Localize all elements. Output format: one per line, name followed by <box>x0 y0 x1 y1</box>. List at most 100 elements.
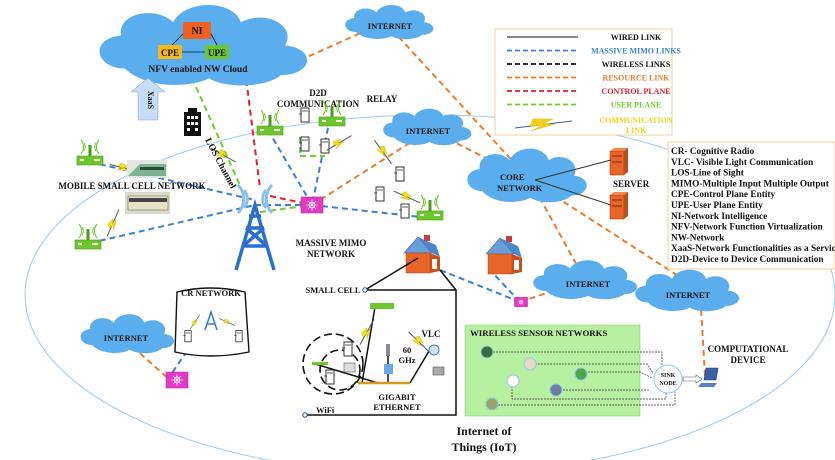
sensor-node <box>549 383 563 397</box>
wired-links <box>305 257 457 416</box>
abbreviation-item: NI-Network Intelligence <box>671 212 767 222</box>
abbreviation-item: VLC- Visible Light Communication <box>671 158 814 168</box>
router-icon <box>255 108 285 137</box>
upe-box <box>205 45 229 59</box>
legend-item: RESOURCE LINK <box>507 74 670 83</box>
svg-text:INTERNET: INTERNET <box>666 290 711 300</box>
legend-item: CONTROL PLANE <box>507 87 671 96</box>
svg-text:D2D: D2D <box>309 88 327 98</box>
legend-item: USER PLANE <box>507 101 661 110</box>
svg-text:GIGABIT: GIGABIT <box>378 392 416 402</box>
train-image <box>127 160 167 178</box>
switch-icon <box>165 371 189 389</box>
cr-network: CR NETWORK <box>174 287 250 357</box>
phone-icon <box>398 203 410 219</box>
legend: WIRED LINK MASSIVE MIMO LINKS WIRELESS LIN… <box>494 28 681 136</box>
abbreviation-item: UPE-User Plane Entity <box>671 201 763 211</box>
svg-text:NI: NI <box>191 26 202 37</box>
svg-text:GHz: GHz <box>399 355 416 365</box>
legend-item: MASSIVE MIMO LINKS <box>507 47 681 56</box>
svg-text:COMPUTATIONAL: COMPUTATIONAL <box>708 344 789 354</box>
sensor-node <box>485 397 499 411</box>
svg-text:WiFi: WiFi <box>316 405 335 415</box>
phone-icon <box>298 136 310 152</box>
switch-icon <box>514 296 528 308</box>
abbreviation-item: XaaS-Network Functionalities as a Servic… <box>671 244 835 254</box>
legend-label: CONTROL PLANE <box>601 87 670 96</box>
sensor-node <box>523 357 537 371</box>
core-network-cloud: CORE NETWORK <box>467 148 587 203</box>
laptop-icon <box>698 367 719 387</box>
bus-image <box>125 192 170 214</box>
svg-text:NFV enabled NW Cloud: NFV enabled NW Cloud <box>148 65 248 75</box>
router-icon <box>75 138 105 167</box>
vlc-lamp-icon <box>428 344 440 356</box>
phone-icon <box>298 107 310 123</box>
svg-text:SERVER: SERVER <box>613 179 650 189</box>
svg-text:MASSIVE MIMO: MASSIVE MIMO <box>296 238 367 248</box>
sink-node <box>653 364 683 394</box>
svg-text:VLC: VLC <box>421 329 440 339</box>
legend-label: WIRELESS LINKS <box>602 60 671 69</box>
abbreviation-item: NFV-Network Function Virtualization <box>671 223 823 233</box>
abbreviation-item: CPE-Control Plane Entity <box>671 190 776 200</box>
phone-icon <box>373 186 385 202</box>
svg-text:60: 60 <box>403 345 412 355</box>
legend-label: WIRED LINK <box>611 33 662 42</box>
laptop-icon <box>432 366 445 376</box>
switch-icon <box>300 196 324 214</box>
abbreviation-item: LOS-Line of Sight <box>671 169 745 179</box>
server-icon <box>609 191 629 220</box>
legend-item: WIRELESS LINKS <box>507 60 671 69</box>
massive-mimo-tower <box>234 183 276 271</box>
sensor-node <box>506 374 520 388</box>
internet-cloud-lower: INTERNET <box>533 260 638 300</box>
svg-text:Things (IoT): Things (IoT) <box>451 440 516 454</box>
svg-text:DEVICE: DEVICE <box>730 355 765 365</box>
phone-icon <box>341 341 353 357</box>
svg-text:WIRELESS SENSOR NETWORKS: WIRELESS SENSOR NETWORKS <box>470 328 607 338</box>
svg-text:MOBILE SMALL CELL NETWORK: MOBILE SMALL CELL NETWORK <box>58 181 205 191</box>
abbreviation-item: NW-Network <box>671 233 725 243</box>
legend-item: WIRED LINK <box>507 33 662 42</box>
svg-text:CORE: CORE <box>500 172 525 182</box>
svg-text:Internet of: Internet of <box>457 424 513 438</box>
laptop-icon <box>343 362 356 373</box>
abbreviation-item: D2D-Device to Device Communication <box>671 255 824 265</box>
svg-text:CR NETWORK: CR NETWORK <box>181 288 241 298</box>
ni-box <box>183 22 211 39</box>
internet-cloud-left: INTERNET <box>80 314 174 354</box>
svg-text:INTERNET: INTERNET <box>104 333 149 343</box>
wireless-sensor-networks: WIRELESS SENSOR NETWORKS <box>464 324 676 417</box>
svg-text:ETHERNET: ETHERNET <box>373 402 421 412</box>
internet-cloud-mid: INTERNET <box>383 108 472 146</box>
router-icon <box>415 193 445 222</box>
house-icon <box>403 234 441 274</box>
legend-label: COMMUNICATION <box>599 116 672 125</box>
cpe-box <box>158 45 182 59</box>
svg-text:UPE: UPE <box>208 48 226 58</box>
router-icon <box>73 222 103 251</box>
svg-text:NETWORK: NETWORK <box>497 183 543 193</box>
svg-text:SMALL CELL: SMALL CELL <box>305 285 360 295</box>
svg-text:INTERNET: INTERNET <box>406 126 451 136</box>
svg-text:INTERNET: INTERNET <box>368 21 413 31</box>
legend-label: USER PLANE <box>611 101 661 110</box>
svg-text:NETWORK: NETWORK <box>307 249 355 259</box>
legend-label: MASSIVE MIMO LINKS <box>591 47 681 56</box>
abbreviation-item: CR- Cognitive Radio <box>671 147 755 157</box>
phone-icon <box>323 369 335 385</box>
abbreviation-item: MIMO-Multiple Input Multiple Output <box>671 179 830 189</box>
sensor-node <box>574 367 588 381</box>
nfv-cloud: NI CPE UPE NFV enabled NW Cloud <box>99 4 308 86</box>
svg-text:XaaS: XaaS <box>146 91 155 110</box>
building-icon <box>184 108 201 136</box>
svg-text:NODE: NODE <box>659 381 676 387</box>
legend-label: LINK <box>626 126 647 135</box>
svg-text:INTERNET: INTERNET <box>566 279 611 289</box>
internet-cloud-top: INTERNET <box>345 5 434 40</box>
internet-cloud-right: INTERNET <box>635 269 740 312</box>
